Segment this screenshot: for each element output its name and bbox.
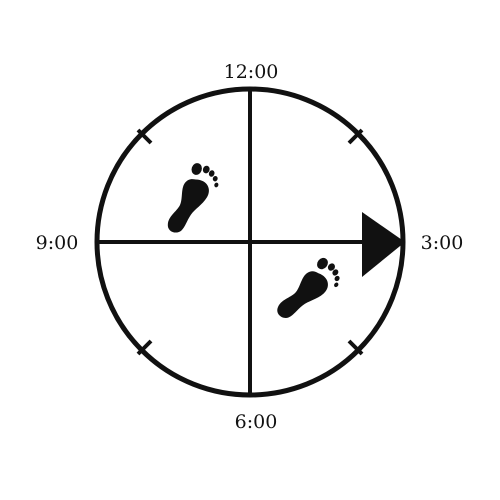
tick-mark-upper-right — [347, 128, 364, 145]
label-12: 12:00 — [224, 61, 279, 83]
footprint-icon — [277, 257, 340, 318]
label-9: 9:00 — [36, 232, 79, 254]
tick-marks — [136, 128, 364, 356]
label-3: 3:00 — [421, 232, 464, 254]
arrow-head-icon — [362, 212, 405, 277]
footprint-icon — [167, 163, 219, 233]
tick-mark-lower-right — [347, 339, 364, 356]
tick-mark-lower-left — [136, 339, 153, 356]
tick-mark-upper-left — [136, 128, 153, 145]
label-6: 6:00 — [235, 411, 278, 433]
